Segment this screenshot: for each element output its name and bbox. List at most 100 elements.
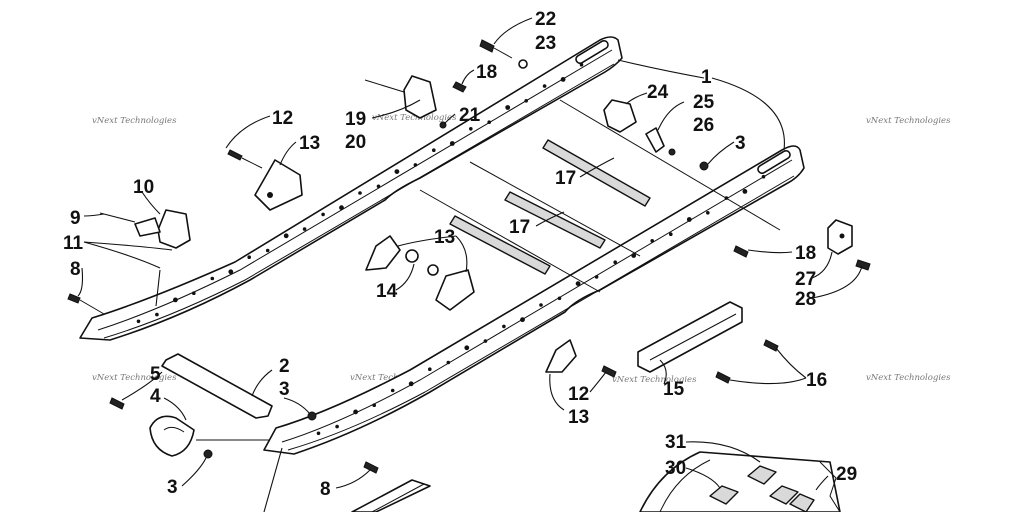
callout-19: 19 <box>345 109 366 130</box>
callout-5: 5 <box>150 364 161 385</box>
callout-labels: 22 23 18 1 24 25 26 12 13 19 20 21 3 17 … <box>63 9 857 500</box>
callout-2: 2 <box>279 356 290 377</box>
callout-3: 3 <box>167 477 178 498</box>
rail-hole <box>265 248 270 253</box>
rail-hole <box>505 105 511 110</box>
rail-hole <box>173 297 178 303</box>
rail-hole <box>358 191 362 195</box>
watermark: vNext Technologies <box>866 116 951 126</box>
rail-hole <box>155 312 159 317</box>
rail-hole <box>539 303 543 307</box>
callout-24: 24 <box>647 82 669 103</box>
rail-hole <box>413 163 418 167</box>
rail-hole <box>557 296 562 301</box>
rail-hole <box>631 253 637 258</box>
rail-hole <box>483 339 488 343</box>
callout-30: 30 <box>665 458 686 479</box>
brackets <box>67 39 871 512</box>
rail-hole <box>669 232 673 236</box>
rail-hole <box>390 388 395 393</box>
callout-20: 20 <box>345 132 366 153</box>
callout-31: 31 <box>665 432 687 453</box>
rail-hole <box>353 409 358 415</box>
rail-hole <box>560 77 566 82</box>
callout-1: 1 <box>701 67 712 88</box>
callout-17: 17 <box>555 168 576 189</box>
slide-rail-left <box>79 36 623 341</box>
rail-hole <box>542 84 547 88</box>
callout-3: 3 <box>279 379 290 400</box>
leader-lines <box>77 17 863 512</box>
rail-hole <box>575 281 581 286</box>
callout-21: 21 <box>459 105 481 126</box>
callout-23: 23 <box>535 33 556 54</box>
rail-hole <box>742 189 748 194</box>
rail-hole <box>408 381 414 387</box>
rail-hole <box>283 233 289 239</box>
rail-hole <box>469 127 473 131</box>
track <box>639 451 841 512</box>
callout-26: 26 <box>693 115 714 136</box>
rail-hole <box>192 291 196 296</box>
rail-hole <box>449 141 455 146</box>
callout-3: 3 <box>735 133 746 154</box>
rail-hole <box>247 255 251 259</box>
rail-hole <box>502 324 506 329</box>
rail-hole <box>321 212 325 217</box>
watermarks: vNext Technologies vNext Technologies vN… <box>92 113 951 385</box>
rail-hole <box>464 345 470 351</box>
rail-hole <box>650 239 654 243</box>
callout-10: 10 <box>133 177 154 198</box>
watermark: vNext Technologies <box>612 375 697 385</box>
callout-17: 17 <box>509 217 530 238</box>
callout-4: 4 <box>150 386 161 407</box>
rail-hole <box>446 360 451 365</box>
callout-29: 29 <box>836 464 857 485</box>
rail-hole <box>761 174 766 179</box>
callout-16: 16 <box>806 370 827 391</box>
rail-hole <box>428 367 432 372</box>
rail-hole <box>136 319 141 324</box>
rail-hole <box>520 317 525 323</box>
rail-hole <box>706 211 710 215</box>
rail-hole <box>432 148 436 152</box>
watermark: vNext Technologies <box>92 373 177 383</box>
rail-hole <box>686 217 692 222</box>
callout-8: 8 <box>70 259 81 280</box>
rail-hole <box>210 276 215 281</box>
rail-hole <box>316 431 321 436</box>
rail-hole <box>613 260 617 265</box>
rail-hole <box>524 99 528 103</box>
callout-28: 28 <box>795 289 816 310</box>
watermark: vNext Technologies <box>866 373 951 383</box>
rail-hole <box>394 169 400 175</box>
rail-hole <box>339 205 344 211</box>
callout-11: 11 <box>63 233 84 254</box>
callout-25: 25 <box>693 92 715 113</box>
callout-13: 13 <box>434 227 455 248</box>
rail-hole <box>372 403 377 408</box>
callout-13: 13 <box>299 133 320 154</box>
rail-hole <box>335 424 339 429</box>
callout-9: 9 <box>70 208 81 229</box>
rail-hole <box>594 275 599 279</box>
slide-rail-right <box>263 145 805 455</box>
rail-hole <box>376 184 381 189</box>
callout-15: 15 <box>663 379 685 400</box>
callout-14: 14 <box>376 281 398 302</box>
rail-hole <box>487 120 492 124</box>
cross-shafts <box>419 99 781 293</box>
rail-hole <box>579 62 584 67</box>
callout-27: 27 <box>795 269 816 290</box>
callout-12: 12 <box>272 108 293 129</box>
callout-8: 8 <box>320 479 331 500</box>
callout-12: 12 <box>568 384 589 405</box>
rail-holes <box>136 62 766 436</box>
callout-22: 22 <box>535 9 556 30</box>
callout-18: 18 <box>476 62 497 83</box>
callout-13: 13 <box>568 407 589 428</box>
watermark: vNext Technologies <box>92 116 177 126</box>
watermark: vNext Technologies <box>350 373 435 383</box>
rail-hole <box>302 227 307 231</box>
watermark: vNext Technologies <box>372 113 457 123</box>
